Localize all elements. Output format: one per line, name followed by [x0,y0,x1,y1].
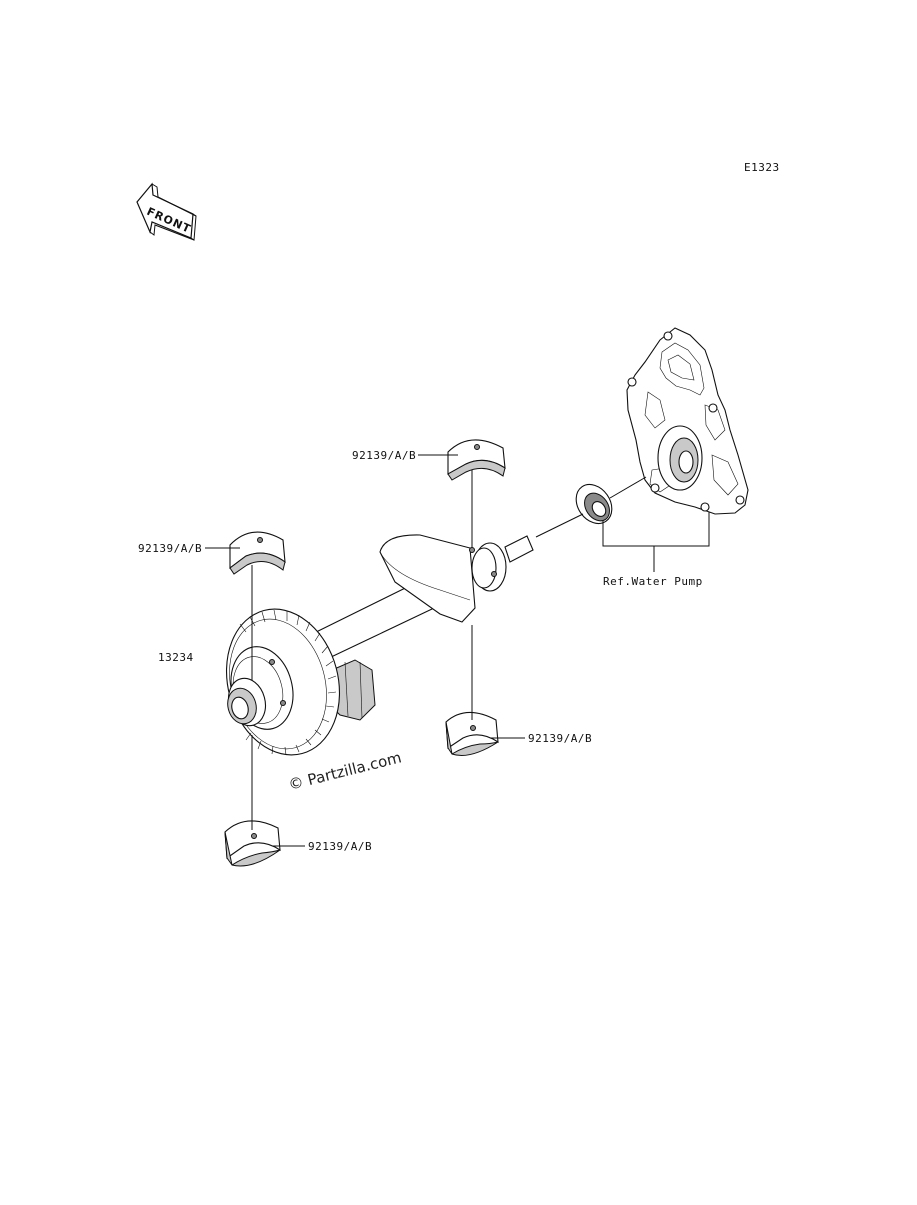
bearing-shell-left [229,531,286,575]
callout-92139-bottom: 92139/A/B [308,840,372,853]
callout-92139-lower-right: 92139/A/B [528,732,592,745]
balancer-shaft [225,534,534,756]
bearing-shell-upper-rear [447,439,506,481]
bearing-shell-lower-right [445,711,499,756]
callout-ref-water-pump: Ref.Water Pump [603,575,703,588]
callout-13234: 13234 [158,651,194,664]
partzilla-watermark: © Partzilla.com [287,748,404,793]
water-pump-cover [626,327,749,515]
callout-92139-upper-rear: 92139/A/B [352,449,416,462]
diagram-id-label: E1323 [744,161,780,174]
oil-seal [575,483,613,525]
front-arrow-icon: FRONT [136,182,197,241]
callout-92139-left: 92139/A/B [138,542,202,555]
bearing-shell-bottom [224,820,281,867]
